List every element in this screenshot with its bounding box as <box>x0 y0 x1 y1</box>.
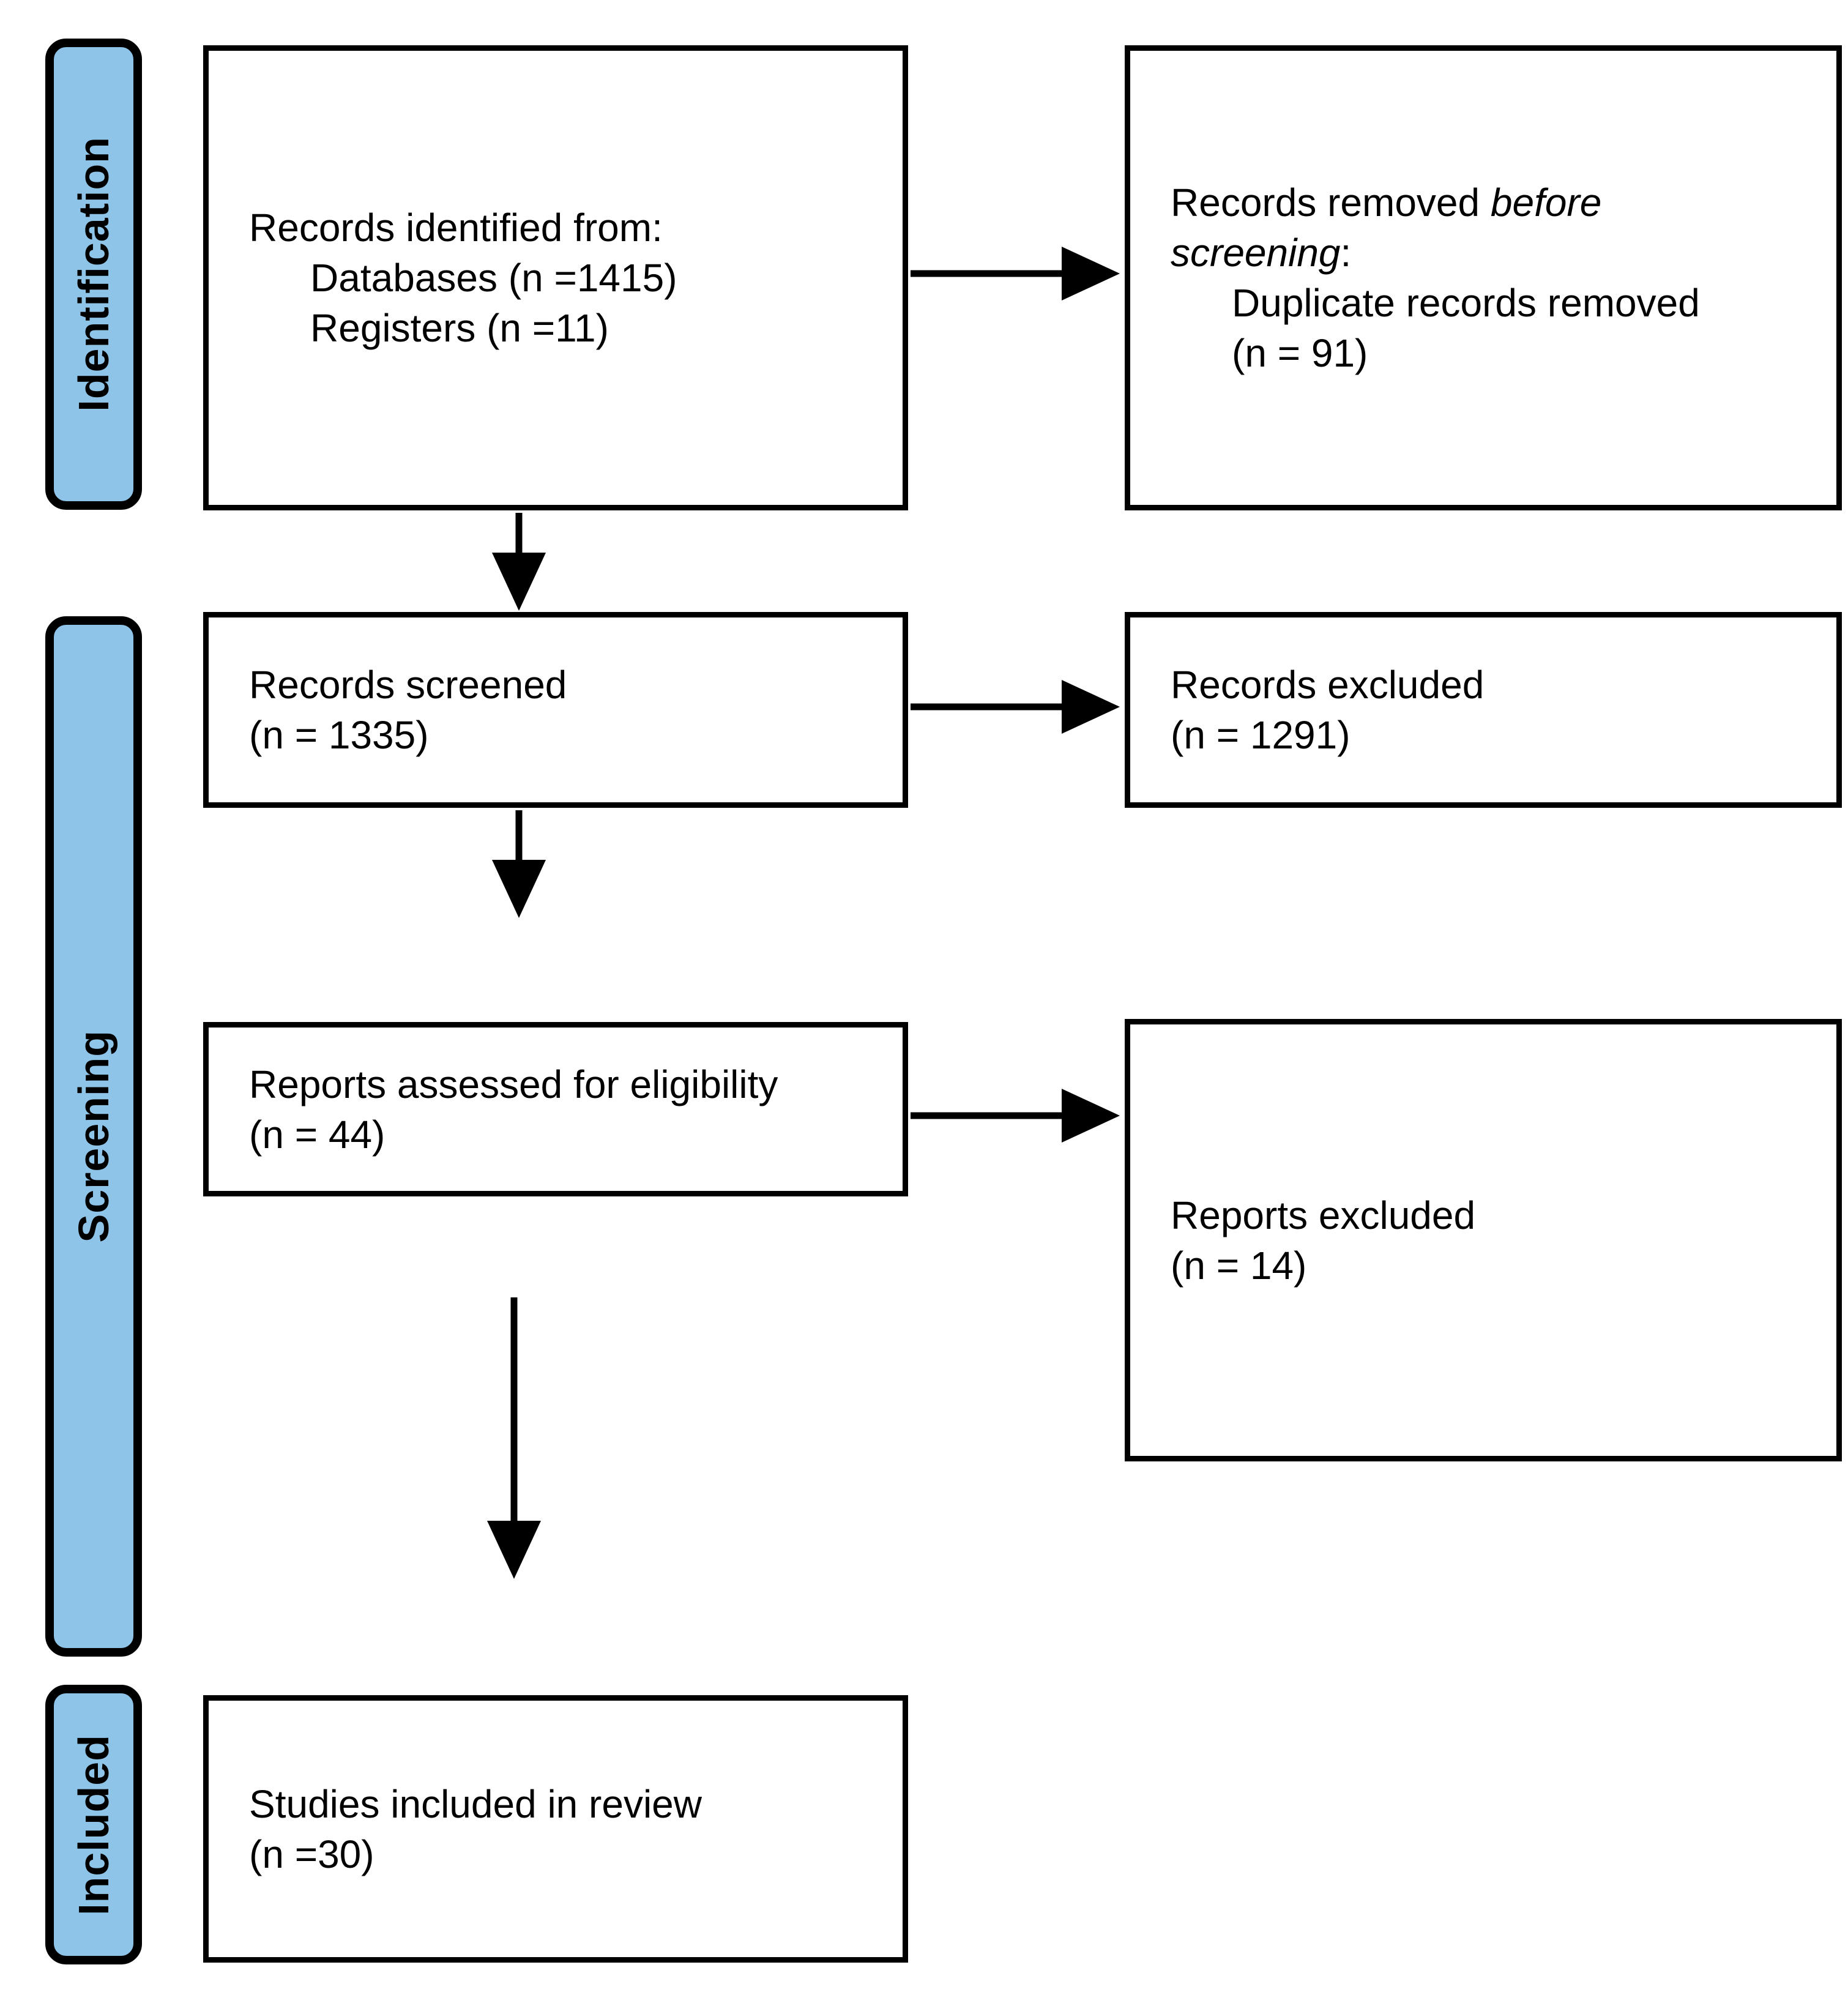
box-text-line: Studies included in review <box>249 1781 702 1826</box>
stage-bar-screening: Screening <box>45 616 142 1657</box>
box-text-line: Databases (n =1415) <box>310 256 677 300</box>
box-text-line: Reports assessed for eligibility <box>249 1062 778 1106</box>
arrow-identified-to-screened <box>492 513 546 611</box>
box-studies-included: Studies included in review (n =30) <box>203 1695 908 1963</box>
arrow-assessed-to-included <box>487 1297 541 1579</box>
stage-bar-included: Included <box>45 1685 142 1964</box>
box-text-segment: : <box>1340 231 1352 275</box>
box-text-segment-italic: screening <box>1171 231 1341 275</box>
box-reports-assessed: Reports assessed for eligibility (n = 44… <box>203 1022 908 1196</box>
box-records-identified: Records identified from: Databases (n =1… <box>203 45 908 510</box>
box-text-line: (n =30) <box>249 1832 374 1876</box>
box-text-line: (n = 14) <box>1171 1243 1307 1288</box>
box-records-excluded: Records excluded (n = 1291) <box>1125 612 1842 808</box>
arrow-screened-to-assessed <box>492 810 546 918</box>
box-reports-excluded: Reports excluded (n = 14) <box>1125 1019 1842 1461</box>
box-text-line: Duplicate records removed <box>1232 281 1700 325</box>
box-text-line: Records screened <box>249 663 567 707</box>
box-text-line: Registers (n =11) <box>310 306 609 350</box>
arrow-identified-to-removed <box>911 247 1120 300</box>
stage-bar-identification: Identification <box>45 39 142 510</box>
arrow-assessed-to-reports-excluded <box>911 1089 1120 1143</box>
box-records-screened: Records screened (n = 1335) <box>203 612 908 808</box>
box-text-line: Reports excluded <box>1171 1193 1476 1237</box>
box-text-line: Records excluded <box>1171 663 1485 707</box>
arrow-screened-to-excluded <box>911 680 1120 734</box>
box-text-line: (n = 1291) <box>1171 713 1351 757</box>
box-text-segment: Records removed <box>1171 181 1491 225</box>
box-records-removed: Records removed before screening: Duplic… <box>1125 45 1842 510</box>
box-text-line: Records removed before <box>1171 177 1818 228</box>
box-text-line: Records identified from: <box>249 206 663 250</box>
box-text-line: (n = 1335) <box>249 713 429 757</box>
box-text-line: (n = 44) <box>249 1112 386 1157</box>
box-text-segment-italic: before <box>1490 181 1602 225</box>
box-text-line: screening: <box>1171 228 1818 278</box>
box-text-line: (n = 91) <box>1232 331 1368 375</box>
